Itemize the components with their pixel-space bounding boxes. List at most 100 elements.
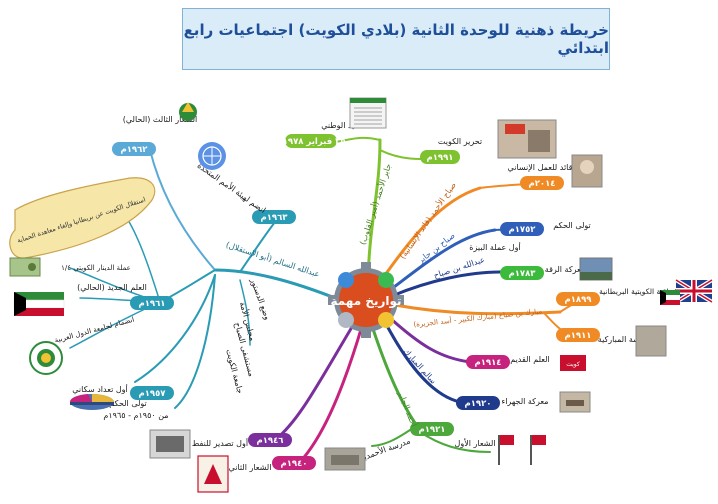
pill-1940 xyxy=(272,456,316,470)
year-1899: ١٨٩٩م xyxy=(565,295,593,305)
label-first-emblem: الشعار الأول xyxy=(455,438,496,448)
liberation-photo xyxy=(497,119,557,159)
branch-line-ahmadiya xyxy=(371,429,411,447)
mubarakiya-photo xyxy=(635,325,667,357)
year-1911: ١٩١١م xyxy=(565,331,592,341)
independence-scroll-icon xyxy=(9,177,156,259)
jahra-photo xyxy=(559,391,591,413)
first-emblem-flags-icon xyxy=(498,435,546,465)
year-1963: ١٩٦٣م xyxy=(261,213,289,223)
year-1752: ١٧٥٢م xyxy=(509,225,537,235)
arab-league-emblem-icon xyxy=(29,341,63,375)
old-flag-icon: كويت xyxy=(560,355,586,371)
label-abdullah-salem: عبدالله السالم (أبو الإستقلال) xyxy=(224,239,321,280)
label-first-currency: أول عملة البيزة xyxy=(469,242,520,252)
pill-1921 xyxy=(410,422,454,436)
pill-1920 xyxy=(456,396,500,410)
branch-line-jaber xyxy=(366,138,382,280)
oil-export-photo xyxy=(149,429,191,459)
label-mubarakiya-school: مدرسة المباركية xyxy=(598,335,652,344)
branch-line-assembly xyxy=(239,279,251,346)
label-third-emblem: الشعار الثالث (الحالي) xyxy=(123,115,197,124)
branch-line-1940 xyxy=(298,324,364,464)
branch-line-abdullah-salem xyxy=(213,268,342,302)
kuwait-flag-icon xyxy=(13,292,65,316)
center-gear-icon xyxy=(328,262,404,338)
branch-line-1957 xyxy=(134,274,216,383)
branch-line-abdullah-sabah xyxy=(390,270,502,298)
branch-line-1962 xyxy=(149,149,216,271)
label-liberation: تحرير الكويت xyxy=(438,137,482,146)
year-1946: ١٩٤٦م xyxy=(257,436,284,446)
ahmadiya-school-photo xyxy=(324,447,366,471)
pill-1962 xyxy=(112,142,156,156)
third-emblem-icon xyxy=(179,102,197,121)
pill-1961 xyxy=(130,296,174,310)
second-emblem-icon xyxy=(197,455,229,493)
year-1957: ١٩٥٧م xyxy=(139,389,167,399)
pill-1783 xyxy=(500,266,544,280)
uk-flag-icon xyxy=(674,278,714,304)
label-battle-jahra: معركة الجهراء xyxy=(501,397,548,406)
year-1914: ١٩١٤م xyxy=(475,358,502,368)
pill-1957 xyxy=(130,386,174,400)
date-1978: ٢٥ فبراير ١٩٧٨م xyxy=(276,137,345,147)
label-second-emblem: الشعار الثاني xyxy=(229,463,272,472)
pill-1911 xyxy=(556,328,600,342)
year-1783: ١٧٨٣م xyxy=(509,269,537,279)
label-arab-league: انضمام لجامعة الدول العربية xyxy=(54,316,135,345)
old-flag-text: كويت xyxy=(566,361,580,368)
branch-line-1963 xyxy=(239,221,276,273)
year-1991a: ١٩٩١م xyxy=(427,153,454,163)
pill-1946 xyxy=(248,433,292,447)
label-humanitarian-leader: قائد للعمل الإنساني xyxy=(508,163,573,173)
branch-line-reign xyxy=(174,274,216,409)
year-1940: ١٩٤٠م xyxy=(281,459,308,469)
year-1920: ١٩٢٠م xyxy=(465,399,492,409)
branch-line-mubarak xyxy=(393,303,562,316)
branch-line-salem xyxy=(383,320,462,404)
year-2014: ٢٠١٤م xyxy=(529,179,556,189)
branch-line-sabah-jaber xyxy=(388,228,497,292)
label-national-anthem: النشيد الوطني xyxy=(321,121,369,130)
pill-1752 xyxy=(500,222,544,236)
label-took-rule: تولى الحكم xyxy=(553,221,591,230)
dinar-banknote-icon xyxy=(9,257,41,277)
year-1961: ١٩٦١م xyxy=(139,299,166,309)
page-title: خريطة ذهنية للوحدة الثانية (بلادي الكويت… xyxy=(183,21,609,57)
label-took-rule-2: تولى الحكم xyxy=(109,399,147,408)
kuwait-flag-small-icon xyxy=(660,290,680,305)
branch-line-scroll xyxy=(127,219,161,303)
label-new-flag: العلم الجديد (الحالي) xyxy=(77,283,147,292)
title-banner: خريطة ذهنية للوحدة الثانية (بلادي الكويت… xyxy=(182,8,610,70)
center-label: تواريخ مهمة xyxy=(330,294,401,309)
pill-1978 xyxy=(285,134,337,148)
branch-line-sabah-ahmad xyxy=(378,186,482,284)
pill-1899 xyxy=(556,292,600,306)
branch-line-1978 xyxy=(334,136,381,143)
pill-1963 xyxy=(252,210,296,224)
label-first-oil-export: أول تصدير للنفط xyxy=(192,438,248,448)
census-chart-icon xyxy=(69,394,114,410)
label-ahmadiya-school: مدرسة الأحمدية xyxy=(358,435,411,463)
label-constitution: وضع الدستور xyxy=(248,276,272,321)
pill-1991a xyxy=(420,150,460,164)
year-1921: ١٩٢١م xyxy=(419,425,446,435)
label-jaber-ahmad: جابر الأحمد (أمير القلوب) xyxy=(357,162,393,246)
label-ahmad-jaber: أحمد الجابر xyxy=(396,389,420,428)
label-reign-years: من ١٩٥٠م - ١٩٦٥م xyxy=(103,411,168,420)
pill-2014 xyxy=(520,176,564,190)
riqqa-painting xyxy=(579,257,613,281)
label-salem-mubarak: سالم المبارك xyxy=(402,347,438,386)
label-first-census: أول تعداد سكاني xyxy=(72,384,128,394)
label-kuwaiti-dinar: عملة الدينار الكويتي ١/٤ xyxy=(61,264,131,272)
anthem-sheet-icon xyxy=(349,97,387,129)
label-british-agreement: الإتفاقية الكويتية البريطانية xyxy=(599,287,681,296)
un-emblem-icon xyxy=(198,142,226,170)
branch-line-1946 xyxy=(273,320,357,442)
humanitarian-photo xyxy=(571,154,603,188)
pill-1914 xyxy=(466,355,510,369)
label-battle-riqqa: معركة الرقة xyxy=(545,265,585,274)
